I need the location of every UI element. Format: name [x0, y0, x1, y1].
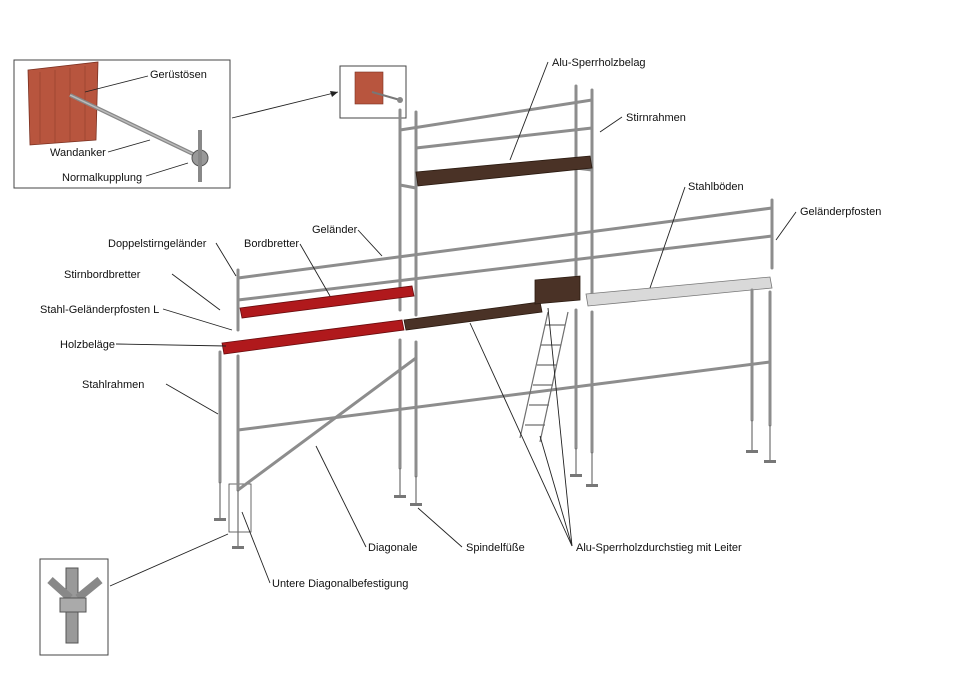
- toe-board-red: [239, 285, 415, 319]
- label-alu-sperrholzdurchstieg: Alu-Sperrholzdurchstieg mit Leiter: [576, 542, 742, 554]
- label-stahl-gelaenderpfosten-l: Stahl-Geländerpfosten L: [40, 304, 159, 316]
- base-jacks: [214, 420, 776, 549]
- callout-labels: Gerüstösen Wandanker Normalkupplung Alu-…: [40, 57, 881, 590]
- wall-anchor-inset: [13, 59, 231, 189]
- small-anchor-inset: [339, 65, 407, 119]
- railings: [236, 198, 774, 332]
- lower-frames: [218, 288, 772, 492]
- plywood-hatch-deck: [403, 301, 543, 331]
- label-alu-sperrholzbelag: Alu-Sperrholzbelag: [552, 57, 646, 69]
- leader-lines: [84, 61, 797, 584]
- hatch-lid: [534, 275, 581, 305]
- label-diagonale: Diagonale: [368, 542, 418, 554]
- steel-deck-grating: [585, 276, 773, 307]
- diagonal-fixing-inset: [39, 558, 109, 656]
- label-stahlrahmen: Stahlrahmen: [82, 379, 144, 391]
- label-doppelstirngelaender: Doppelstirngeländer: [108, 238, 207, 250]
- label-stirnbordbretter: Stirnbordbretter: [64, 269, 141, 281]
- label-normalkupplung: Normalkupplung: [62, 172, 142, 184]
- brick-wall-detail: [27, 61, 99, 146]
- label-bordbretter: Bordbretter: [244, 238, 299, 250]
- wood-deck-red: [221, 319, 405, 355]
- upper-plywood-deck: [415, 155, 593, 187]
- label-gelaenderpfosten: Geländerpfosten: [800, 206, 881, 218]
- label-stirnrahmen: Stirnrahmen: [626, 112, 686, 124]
- label-gelaender: Geländer: [312, 224, 358, 236]
- label-untere-diagonalbefestigung: Untere Diagonalbefestigung: [272, 578, 408, 590]
- label-holzbelaege: Holzbeläge: [60, 339, 115, 351]
- label-geruestoesen: Gerüstösen: [150, 69, 207, 81]
- access-ladder: [519, 311, 569, 443]
- upper-frame: [398, 84, 594, 317]
- label-stahlboeden: Stahlböden: [688, 181, 744, 193]
- label-spindelfuesse: Spindelfüße: [466, 542, 525, 554]
- label-wandanker: Wandanker: [50, 147, 106, 159]
